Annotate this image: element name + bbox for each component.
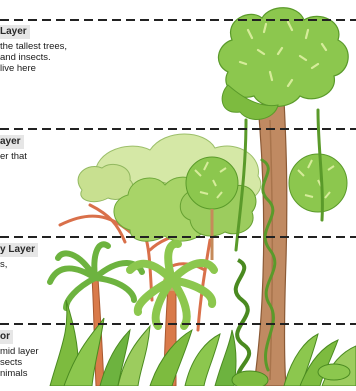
emergent-tree-crown (218, 8, 348, 120)
layer-title-emergent: Layer (0, 25, 30, 39)
layer-title-forest-floor: or (0, 330, 13, 344)
layer-text-forest-floor: mid layer sects nimals (0, 346, 39, 379)
emergent-tree-trunk (254, 100, 287, 386)
layer-text-emergent: the tallest trees, and insects. live her… (0, 41, 67, 74)
layer-text-understory: s, (0, 259, 7, 270)
layer-title-canopy: ayer (0, 135, 24, 149)
round-tree-right (289, 154, 347, 212)
layer-title-understory: y Layer (0, 243, 38, 257)
layer-text-canopy: er that (0, 151, 27, 162)
